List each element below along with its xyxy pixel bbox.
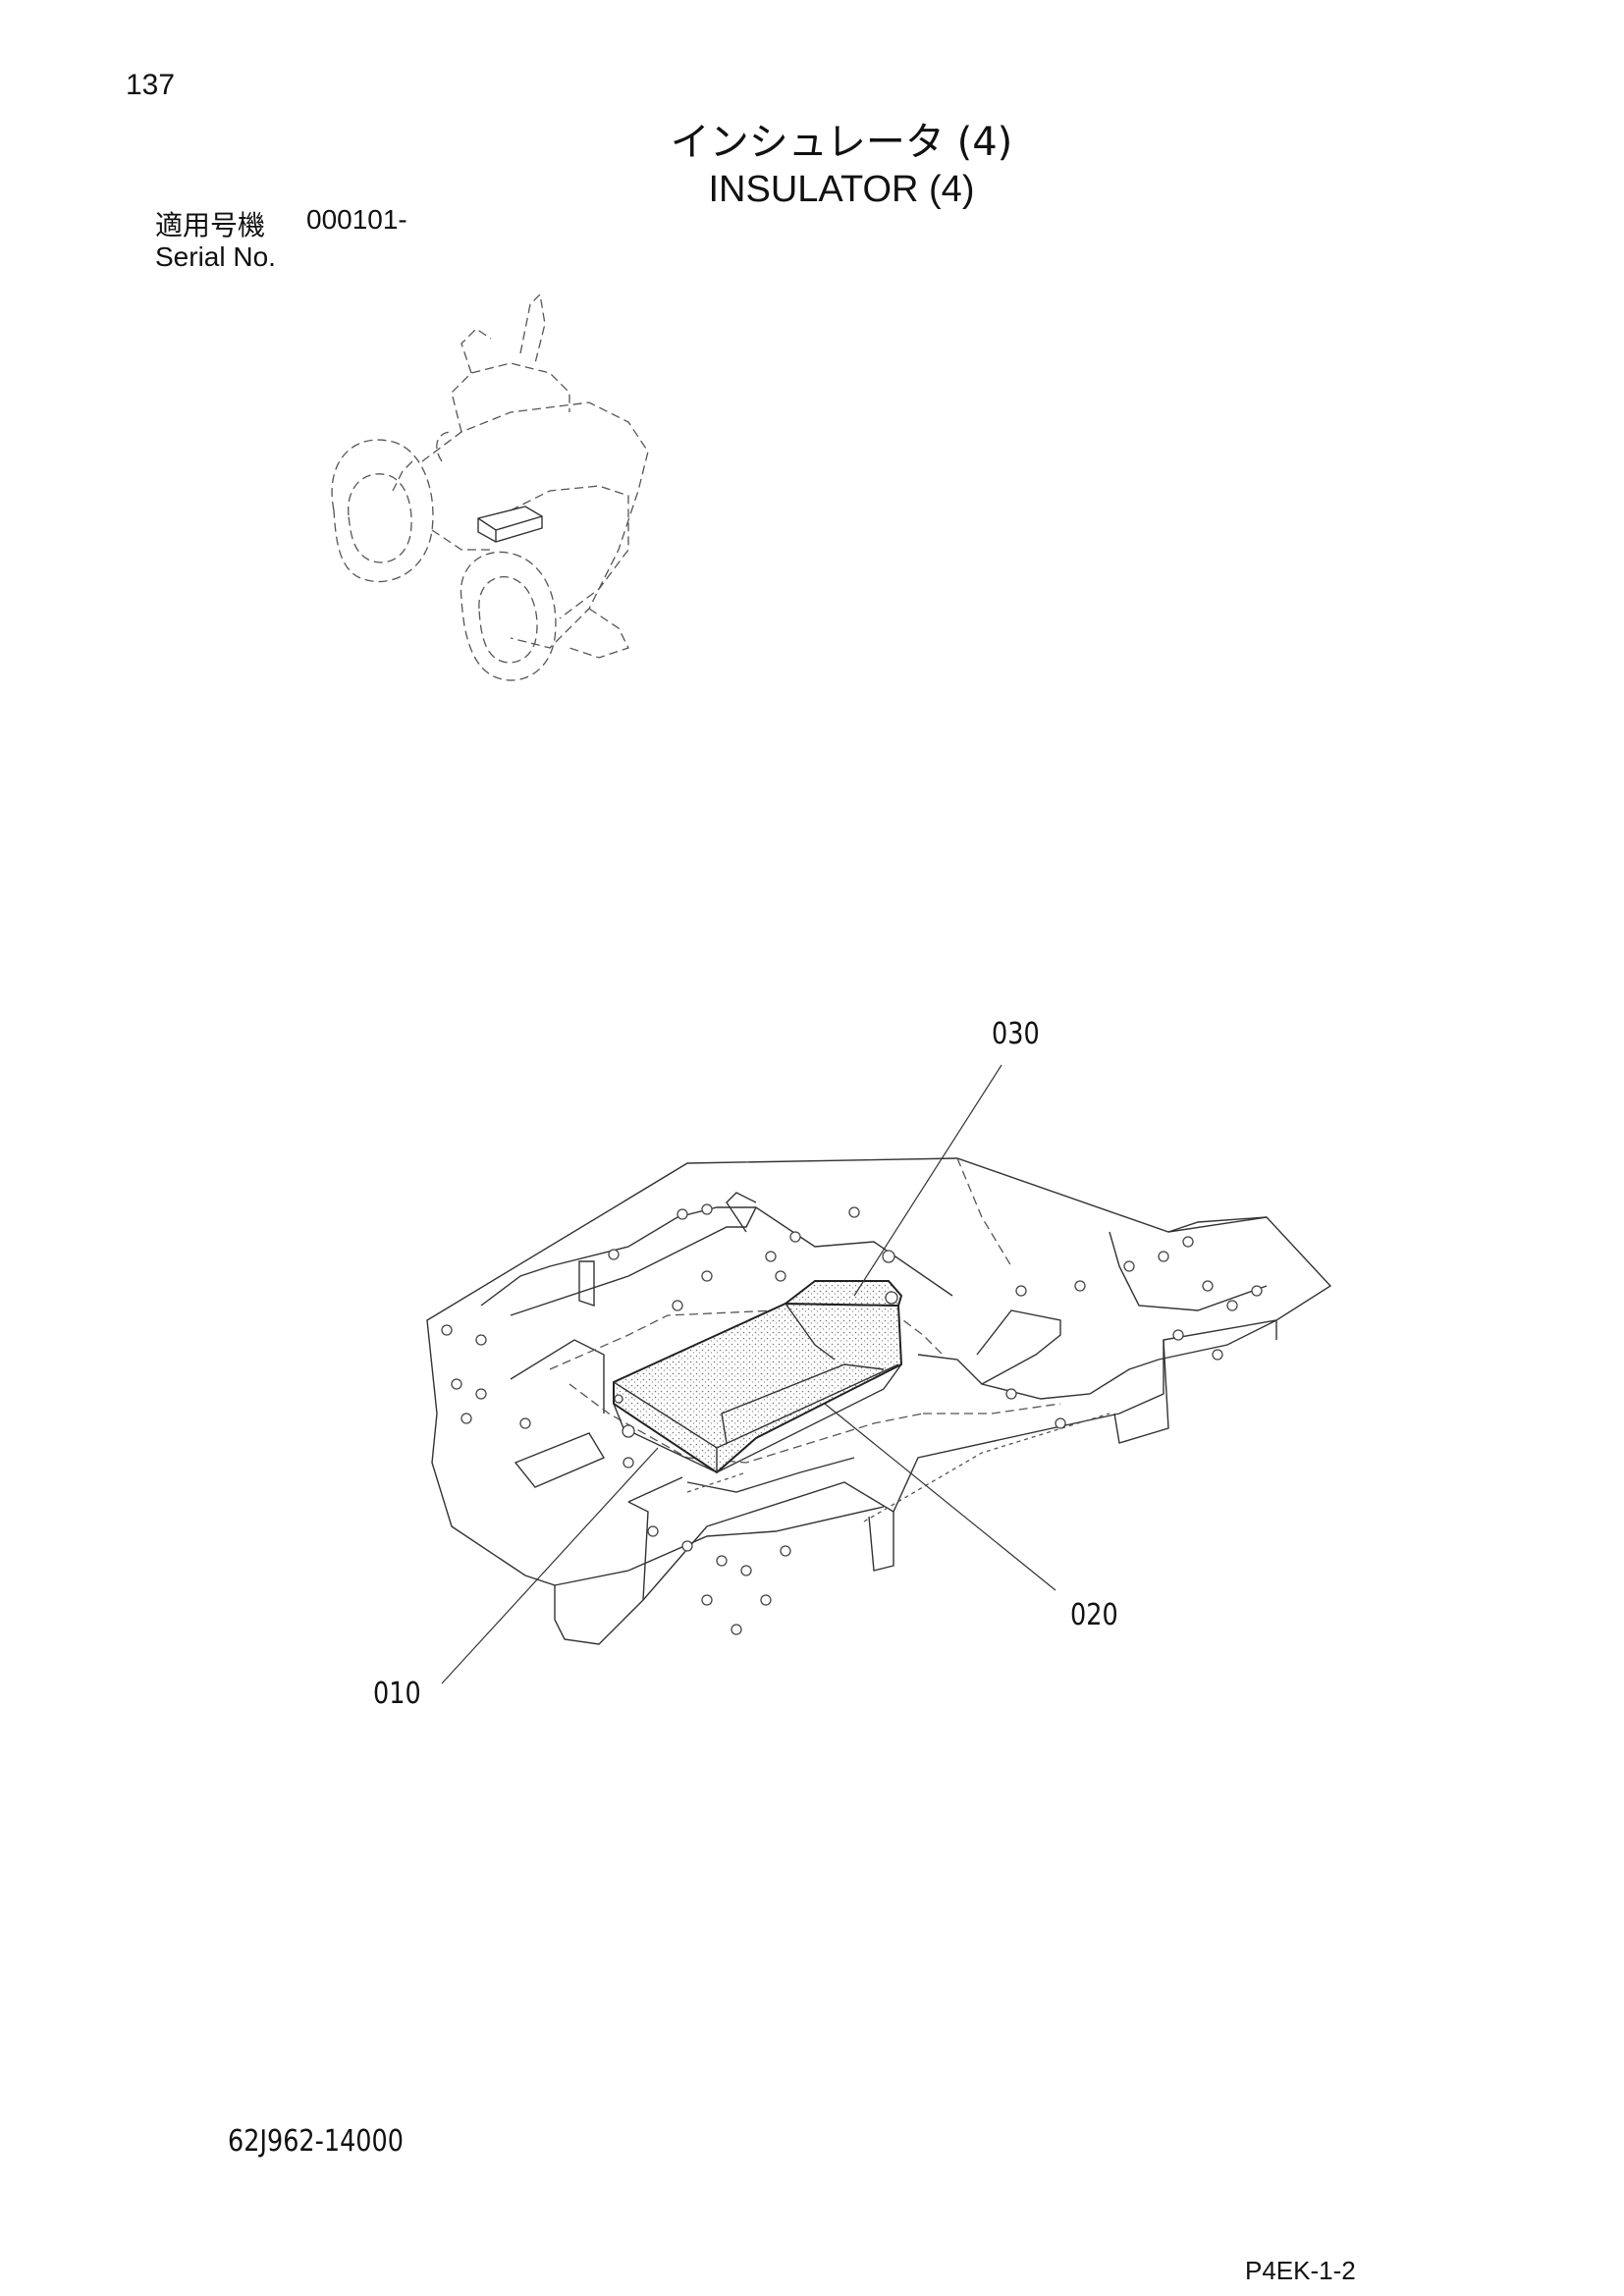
part-number: 62J962-14000 — [228, 2124, 404, 2159]
leader-line-020 — [824, 1403, 1056, 1591]
mounting-holes — [441, 1203, 1263, 1635]
serial-label-english: Serial No. — [155, 241, 276, 272]
callout-010: 010 — [373, 1677, 421, 1711]
insulator-pads — [613, 1280, 903, 1474]
page-number: 137 — [126, 69, 176, 101]
floor-plate-drawing — [426, 1157, 1332, 1645]
serial-number-value: 000101- — [306, 204, 407, 235]
leader-line-030 — [853, 1064, 1002, 1297]
callout-020: 020 — [1070, 1598, 1118, 1632]
machine-overview-sketch — [331, 293, 649, 681]
page-title-japanese: インシュレータ (4) — [670, 120, 1013, 165]
leader-line-010 — [441, 1447, 659, 1684]
page-code: P4EK-1-2 — [1245, 2256, 1356, 2285]
callout-030: 030 — [992, 1017, 1040, 1051]
page-title-english: INSULATOR (4) — [708, 169, 975, 210]
serial-label-japanese: 適用号機 — [155, 209, 266, 241]
